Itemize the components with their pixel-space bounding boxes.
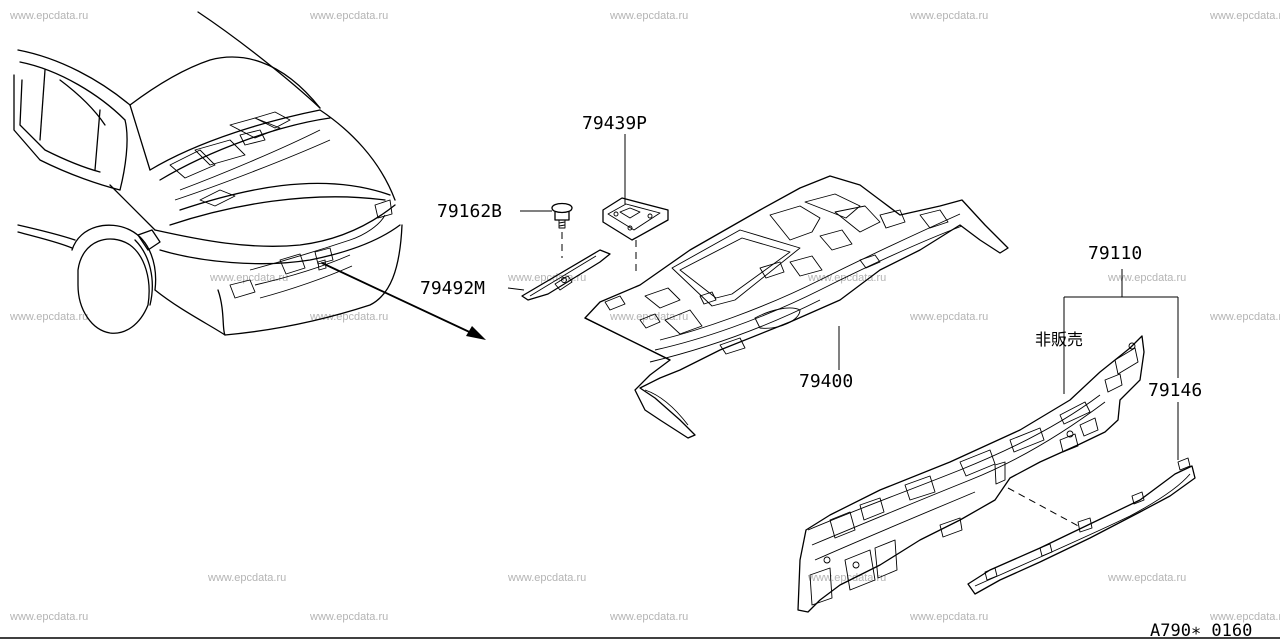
parcel-shelf-79400 bbox=[584, 175, 1009, 439]
watermark: www.epcdata.ru bbox=[610, 10, 689, 22]
watermark: www.epcdata.ru bbox=[1210, 611, 1280, 623]
watermark: www.epcdata.ru bbox=[1210, 10, 1280, 22]
reinforcement-79146 bbox=[967, 457, 1196, 595]
direction-arrow bbox=[321, 262, 486, 340]
part-label-79400: 79400 bbox=[799, 371, 854, 392]
plate-79439p bbox=[602, 197, 669, 275]
part-label-79439p: 79439P bbox=[582, 113, 648, 134]
watermark: www.epcdata.ru bbox=[208, 572, 287, 584]
watermark: www.epcdata.ru bbox=[610, 311, 689, 323]
watermark: www.epcdata.ru bbox=[310, 611, 389, 623]
bracket-79492m bbox=[521, 249, 611, 301]
watermark: www.epcdata.ru bbox=[1210, 311, 1280, 323]
part-label-79110: 79110 bbox=[1088, 243, 1143, 264]
bolt-79162b bbox=[551, 202, 573, 258]
watermark: www.epcdata.ru bbox=[910, 611, 989, 623]
watermark: www.epcdata.ru bbox=[310, 10, 389, 22]
watermark: www.epcdata.ru bbox=[310, 311, 389, 323]
watermark: www.epcdata.ru bbox=[1108, 272, 1187, 284]
watermark: www.epcdata.ru bbox=[10, 311, 89, 323]
part-label-79146: 79146 bbox=[1148, 380, 1203, 401]
watermark: www.epcdata.ru bbox=[910, 311, 989, 323]
car-rear-illustration bbox=[13, 11, 403, 336]
part-label-79492m: 79492M bbox=[420, 278, 486, 299]
watermark: www.epcdata.ru bbox=[1108, 572, 1187, 584]
watermark: www.epcdata.ru bbox=[10, 10, 89, 22]
watermark: www.epcdata.ru bbox=[910, 10, 989, 22]
diagram-code: A790∗ 0160 bbox=[1150, 621, 1253, 641]
watermark: www.epcdata.ru bbox=[610, 611, 689, 623]
leader-lines bbox=[507, 134, 1179, 460]
watermark: www.epcdata.ru bbox=[210, 272, 289, 284]
watermark: www.epcdata.ru bbox=[808, 272, 887, 284]
watermark: www.epcdata.ru bbox=[808, 572, 887, 584]
part-label-79162b: 79162B bbox=[437, 201, 503, 222]
not-for-sale-note: 非販売 bbox=[1035, 330, 1084, 349]
watermark: www.epcdata.ru bbox=[508, 572, 587, 584]
watermark: www.epcdata.ru bbox=[10, 611, 89, 623]
rear-panel-79110 bbox=[797, 335, 1145, 613]
